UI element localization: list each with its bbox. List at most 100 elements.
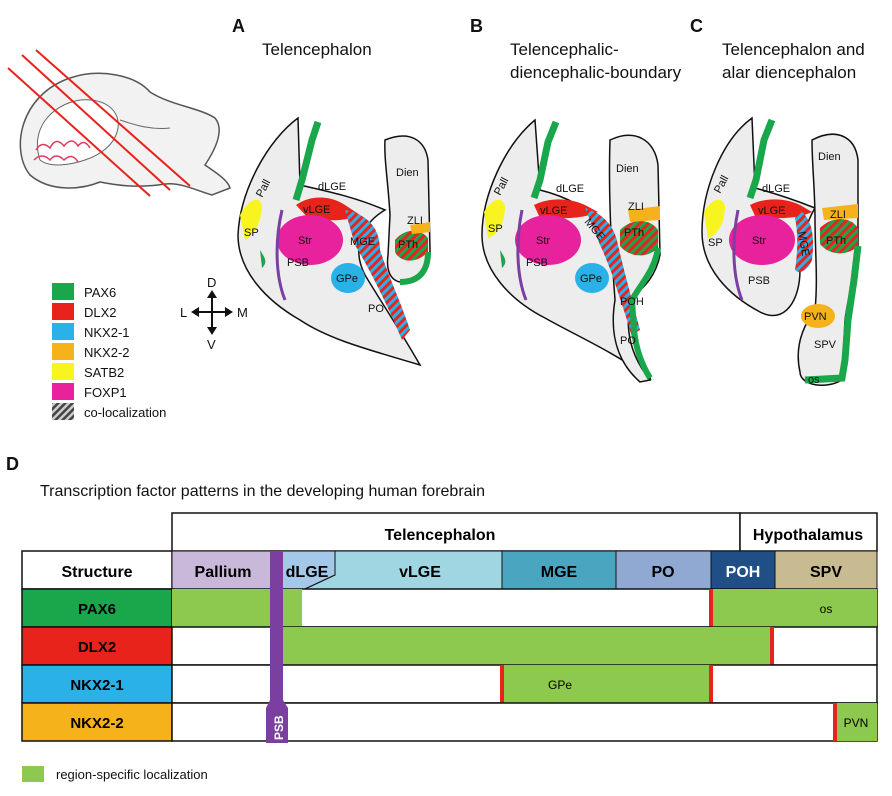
label-dien-c: Dien [818,151,841,163]
col-po-label: PO [651,564,674,581]
label-str-c: Str [752,235,766,247]
label-psb-c: PSB [748,275,770,287]
col-spv [774,550,878,590]
col-mge [501,550,617,590]
nkx2-2-boundary [833,703,837,741]
legend-label-nkx2-2: NKX2-2 [84,345,130,360]
col-spv-label: SPV [810,564,842,581]
title-c-line1: Telencephalon and [722,40,865,59]
label-pth-b: PTh [624,227,644,239]
label-poh-b: POH [620,296,644,308]
title-b-line1: Telencephalic- [510,40,619,59]
bottom-legend-swatch [22,766,44,782]
label-sp-c: SP [708,237,723,249]
legend-swatch-nkx2-1 [52,323,74,340]
legend-swatch-foxp1 [52,383,74,400]
row-label-dlx2: DLX2 [78,639,116,656]
dlx2-boundary [770,627,774,665]
legend-swatch-nkx2-2 [52,343,74,360]
label-vlge-a: vLGE [303,204,331,216]
col-dlge-label: dLGE [286,564,329,581]
title-c-line2: alar diencephalon [722,63,856,82]
nkx2-1-cell-text: GPe [548,678,572,692]
row-label-nkx2-1: NKX2-1 [70,677,123,694]
legend-swatch-satb2 [52,363,74,380]
bottom-legend-label: region-specific localization [56,767,208,782]
col-mge-label: MGE [541,564,578,581]
label-psb-a: PSB [287,257,309,269]
nkx2-1-highlight [502,665,711,703]
panel-c-section: Pall dLGE vLGE SP Str MGE PSB PVN SPV os… [701,116,862,387]
label-psb-b: PSB [526,257,548,269]
label-dien-a: Dien [396,167,419,179]
label-sp-b: SP [488,223,503,235]
panel-a-section: Pall dLGE vLGE SP Str MGE PSB GPe PO Die… [237,116,431,367]
label-dlge-c: dLGE [762,183,790,195]
label-zli-b: ZLI [628,201,644,213]
compass-l: L [180,305,187,320]
psb-label: PSB [272,715,286,740]
label-str-b: Str [536,235,550,247]
label-mge-a: MGE [350,236,375,248]
col-vlge-label: vLGE [399,564,441,581]
title-a: Telencephalon [262,40,372,59]
col-poh-label: POH [726,564,761,581]
label-mge-c: MGE [795,230,811,257]
legend-swatch-colocalization [52,403,74,420]
label-os-c: os [808,374,820,386]
panel-label-b: B [470,16,483,36]
dlx2-highlight [280,627,772,665]
label-vlge-c: vLGE [758,205,786,217]
panel-b-section: Pall dLGE vLGE SP Str MGE PSB GPe POH PO… [481,118,661,383]
transcription-table: Telencephalon Hypothalamus Structure Pal… [21,512,878,743]
legend: PAX6 DLX2 NKX2-1 NKX2-2 SATB2 FOXP1 co-l… [52,283,166,420]
label-zli-a: ZLI [407,215,423,227]
label-pth-c: PTh [826,235,846,247]
psb-boundary [266,551,288,743]
legend-label-pax6: PAX6 [84,285,116,300]
legend-swatch-dlx2 [52,303,74,320]
group-header-hypothalamus [739,512,878,552]
nkx2-2-cell-text: PVN [844,716,869,730]
legend-label-colocalization: co-localization [84,405,166,420]
label-spv-c: SPV [814,339,837,351]
label-pvn-c: PVN [804,311,827,323]
pax6-cell-text: os [820,602,833,616]
label-str-a: Str [298,235,312,247]
label-vlge-b: vLGE [540,205,568,217]
col-pallium [171,550,275,590]
embryo-sketch [7,49,231,197]
pax6-boundary [709,589,713,627]
label-dien-b: Dien [616,163,639,175]
legend-label-foxp1: FOXP1 [84,385,127,400]
legend-label-satb2: SATB2 [84,365,124,380]
table-title: Transcription factor patterns in the dev… [40,483,485,500]
legend-label-nkx2-1: NKX2-1 [84,325,130,340]
pax6-highlight-hypothalamus [711,589,877,627]
label-po-b: PO [620,335,636,347]
group-tel-label: Telencephalon [385,527,496,544]
compass: D V L M [180,275,248,352]
panel-label-a: A [232,16,245,36]
row-label-dlx2-cell [21,626,173,666]
structure-header: Structure [61,564,132,581]
label-po-a: PO [368,303,384,315]
panel-label-c: C [690,16,703,36]
title-b-line2: diencephalic-boundary [510,63,682,82]
legend-label-dlx2: DLX2 [84,305,117,320]
nkx2-2-highlight [835,703,877,741]
structure-header-cell [21,550,173,590]
label-gpe-a: GPe [336,273,358,285]
panel-label-d: D [6,454,19,474]
compass-d: D [207,275,216,290]
label-zli-c: ZLI [830,209,846,221]
label-gpe-b: GPe [580,273,602,285]
label-dlge-a: dLGE [318,181,346,193]
legend-swatch-pax6 [52,283,74,300]
nkx2-1-boundary-left [500,665,504,703]
row-label-nkx2-1-cell [21,664,173,704]
row-label-pax6: PAX6 [78,601,116,618]
compass-m: M [237,305,248,320]
row-label-nkx2-2: NKX2-2 [70,715,123,732]
